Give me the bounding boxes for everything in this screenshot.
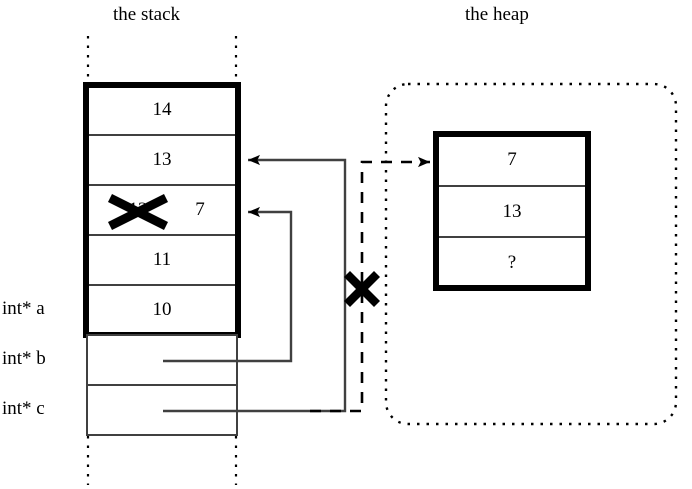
pointer-line-c-stack [163, 154, 347, 413]
variable-label-a: int* a [2, 298, 45, 319]
heap-block-box [433, 131, 591, 291]
stack-cell-annotation-2: 7 [195, 199, 205, 220]
heap-cell-value-2: ? [507, 251, 517, 273]
stack-cell-value-1: 13 [152, 149, 172, 170]
stack-cell-value-3: 11 [152, 249, 172, 270]
heap-title: the heap [465, 4, 529, 25]
stack-cell-value-4: 10 [152, 299, 172, 320]
pointer-line-b [163, 206, 293, 363]
variable-label-b: int* b [2, 348, 46, 369]
heap-region-boundary [384, 82, 678, 426]
stack-cell-value-2-struck: 12 [128, 199, 148, 220]
stack-frame-box [83, 82, 241, 338]
stack-title: the stack [113, 4, 181, 25]
stack-dotted-guides [86, 36, 238, 485]
stack-cell-value-0: 14 [152, 99, 172, 120]
invalid-pointer-x-mark [343, 270, 381, 308]
heap-cell-value-1: 13 [502, 200, 522, 222]
dangling-pointer-dashed-line [310, 156, 430, 413]
stack-pointer-cells [86, 334, 238, 436]
struck-value-x-mark [107, 193, 169, 231]
heap-cell-value-0: 7 [507, 149, 517, 170]
variable-label-c: int* c [2, 398, 45, 419]
